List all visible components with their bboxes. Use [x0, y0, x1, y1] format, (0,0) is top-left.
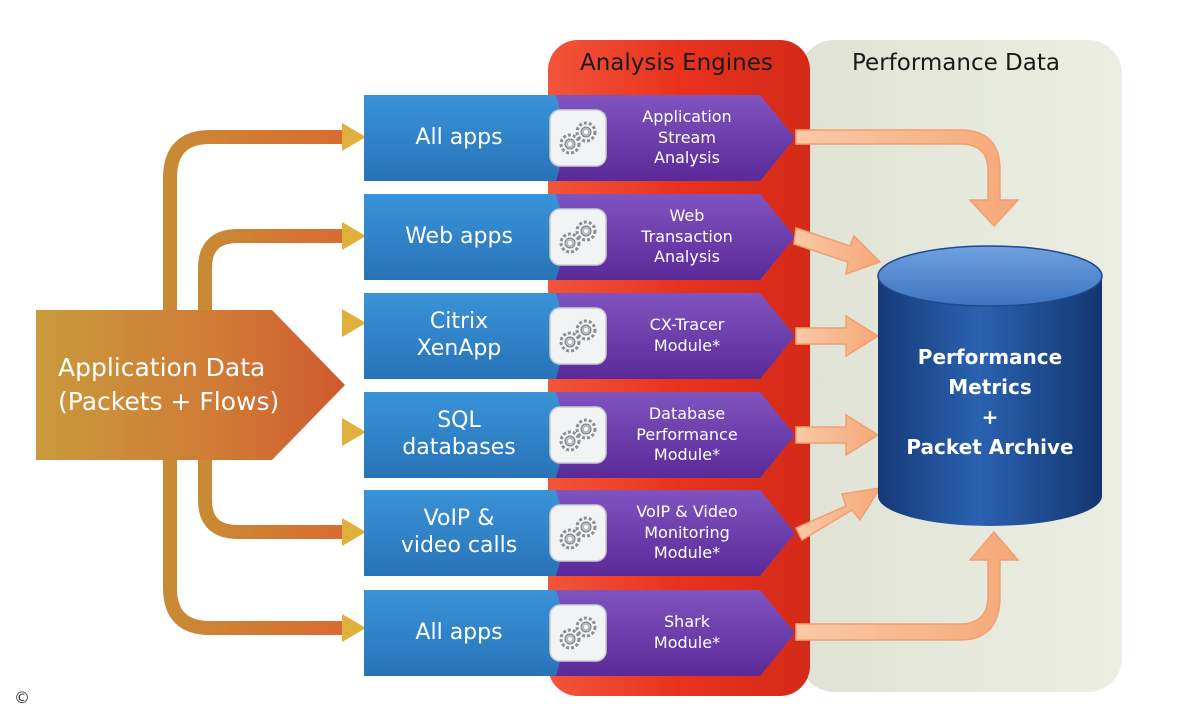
engine-line: Module*: [653, 633, 721, 652]
category-line: Web apps: [405, 223, 513, 249]
engine-line: Module*: [653, 543, 721, 563]
output-arrow-4: [795, 413, 880, 457]
category-box-sql: [364, 392, 564, 478]
engine-line: Analysis: [654, 148, 720, 168]
engine-line: VoIP & Video: [636, 501, 738, 521]
gears-icons: [549, 109, 607, 662]
category-label: VoIP & video calls: [364, 490, 554, 576]
category-box-citrix: [364, 293, 564, 379]
engine-label: CX-Tracer Module*: [608, 293, 766, 379]
database-line: Performance: [917, 345, 1063, 369]
engine-label: Database Performance Module*: [608, 392, 766, 478]
application-data-line2: (Packets + Flows): [58, 387, 280, 416]
category-label: All apps: [364, 590, 554, 676]
gears-icon: [549, 406, 607, 464]
engine-label: VoIP & Video Monitoring Module*: [608, 490, 766, 576]
output-arrow-2: [793, 226, 882, 276]
database-line: +: [981, 405, 999, 429]
category-boxes: [364, 95, 564, 676]
engine-label: Application Stream Analysis: [608, 95, 766, 181]
category-box-voip: [364, 490, 564, 576]
engine-arrows: [556, 95, 795, 676]
engine-line: CX-Tracer: [649, 315, 725, 335]
engine-arrow-1: [556, 95, 795, 181]
category-label: Citrix XenApp: [364, 293, 554, 379]
source-curved-arrows: [163, 130, 345, 635]
category-label: All apps: [364, 95, 554, 181]
gears-icon: [549, 604, 607, 662]
output-arrow-5: [794, 487, 882, 542]
engine-line: Application: [642, 106, 732, 126]
category-line: All apps: [415, 619, 503, 645]
engine-line: Transaction: [641, 226, 733, 246]
engine-label: Web Transaction Analysis: [608, 194, 766, 280]
category-line: All apps: [415, 124, 503, 150]
category-line: video calls: [400, 533, 518, 558]
engine-line: Database: [648, 403, 726, 423]
category-line: Citrix: [429, 309, 489, 335]
category-line: XenApp: [416, 336, 502, 361]
application-data-label: Application Data (Packets + Flows): [38, 310, 338, 460]
engine-arrow-6: [556, 590, 795, 676]
category-box-all-apps-top: [364, 95, 564, 181]
gears-icon: [549, 307, 607, 365]
category-line: VoIP &: [423, 506, 495, 532]
category-label: SQL databases: [364, 392, 554, 478]
engine-line: Module*: [653, 445, 721, 465]
category-box-web-apps: [364, 194, 564, 280]
application-data-line1: Application Data: [58, 353, 266, 383]
engine-arrow-3: [556, 293, 795, 379]
output-arrows: [793, 129, 1020, 641]
copyright-mark: ©: [14, 688, 30, 707]
analysis-engines-header: Analysis Engines: [580, 50, 773, 76]
engine-arrow-2: [556, 194, 795, 280]
database-line: Metrics: [948, 375, 1032, 399]
source-arrowheads: [342, 123, 366, 642]
category-box-all-apps-bottom: [364, 590, 564, 676]
category-label: Web apps: [364, 194, 554, 280]
application-data-arrow: [36, 310, 345, 460]
engine-line: Module*: [653, 336, 721, 355]
output-arrow-1: [795, 129, 1020, 228]
gears-icon: [549, 504, 607, 562]
engine-line: Monitoring: [644, 522, 730, 542]
engine-line: Web: [669, 205, 705, 225]
engine-arrow-4: [556, 392, 795, 478]
output-arrow-3: [795, 314, 880, 358]
category-line: SQL: [437, 408, 481, 434]
database-line: Packet Archive: [906, 435, 1074, 459]
database-cylinder-icon: [877, 245, 1103, 526]
category-line: databases: [402, 435, 516, 460]
engine-line: Stream: [658, 127, 716, 147]
engine-label: Shark Module*: [608, 590, 766, 676]
output-arrow-6: [795, 530, 1020, 641]
engine-line: Shark: [664, 612, 710, 632]
performance-data-header: Performance Data: [852, 50, 1060, 76]
gears-icon: [549, 109, 607, 167]
engine-line: Analysis: [654, 247, 720, 267]
engine-line: Performance: [636, 424, 738, 444]
gears-icon: [549, 208, 607, 266]
database-label: Performance Metrics + Packet Archive: [880, 342, 1100, 462]
engine-arrow-5: [556, 490, 795, 576]
